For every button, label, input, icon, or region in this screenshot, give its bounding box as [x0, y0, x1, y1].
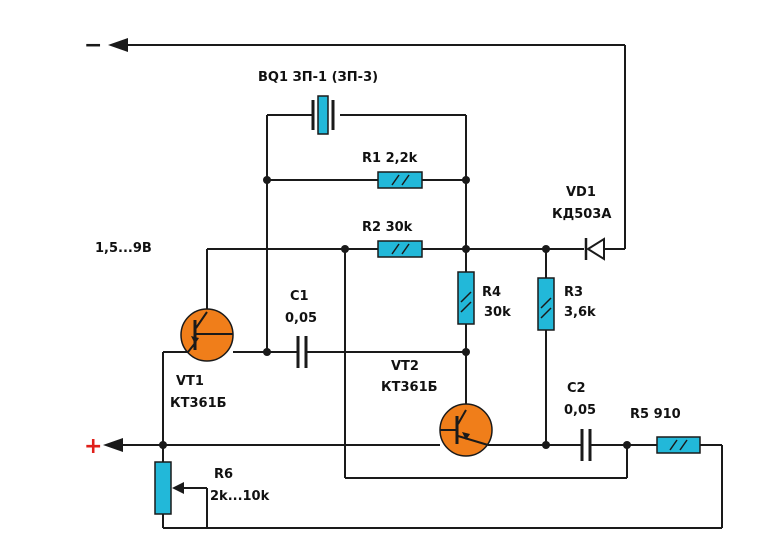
resistor-r5	[656, 436, 701, 454]
resistor-r1	[377, 171, 423, 189]
transistor-vt1	[180, 308, 234, 362]
label-plus: +	[84, 434, 102, 459]
label-quartz: BQ1 ЗП-1 (ЗП-3)	[258, 70, 378, 85]
resistor-r2	[377, 240, 423, 258]
capacitor-c2	[580, 429, 592, 461]
label-supply-voltage: 1,5...9В	[95, 241, 152, 256]
label-minus: −	[84, 33, 102, 58]
potentiometer-r6	[154, 461, 184, 515]
label-r6-value: 2k...10k	[210, 489, 270, 504]
resistor-r4	[457, 271, 475, 325]
label-vt2-type: КТ361Б	[381, 380, 438, 395]
junctions	[159, 176, 631, 449]
transistor-vt2	[439, 403, 493, 457]
wires	[120, 44, 723, 529]
capacitor-c1	[296, 336, 308, 368]
label-c2-value: 0,05	[564, 403, 596, 418]
plus-arrow-icon	[103, 438, 123, 452]
label-r4-value: 30k	[484, 305, 511, 320]
label-vd1-type: КД503А	[552, 207, 611, 222]
label-r3-value: 3,6k	[564, 305, 596, 320]
label-r4-name: R4	[482, 285, 501, 300]
label-r3-name: R3	[564, 285, 583, 300]
label-c1-name: C1	[290, 289, 309, 304]
label-c2-name: C2	[567, 381, 586, 396]
label-vt1-type: КТ361Б	[170, 396, 227, 411]
label-vt1-name: VT1	[176, 374, 204, 389]
quartz-bq1	[311, 95, 335, 135]
label-r2: R2 30k	[362, 220, 413, 235]
label-r1: R1 2,2k	[362, 151, 418, 166]
diode-vd1	[584, 237, 605, 261]
label-r6-name: R6	[214, 467, 233, 482]
minus-arrow-icon	[108, 38, 128, 52]
label-vd1-name: VD1	[566, 185, 596, 200]
label-vt2-name: VT2	[391, 359, 419, 374]
label-r5: R5 910	[630, 407, 681, 422]
resistor-r3	[537, 277, 555, 331]
label-c1-value: 0,05	[285, 311, 317, 326]
